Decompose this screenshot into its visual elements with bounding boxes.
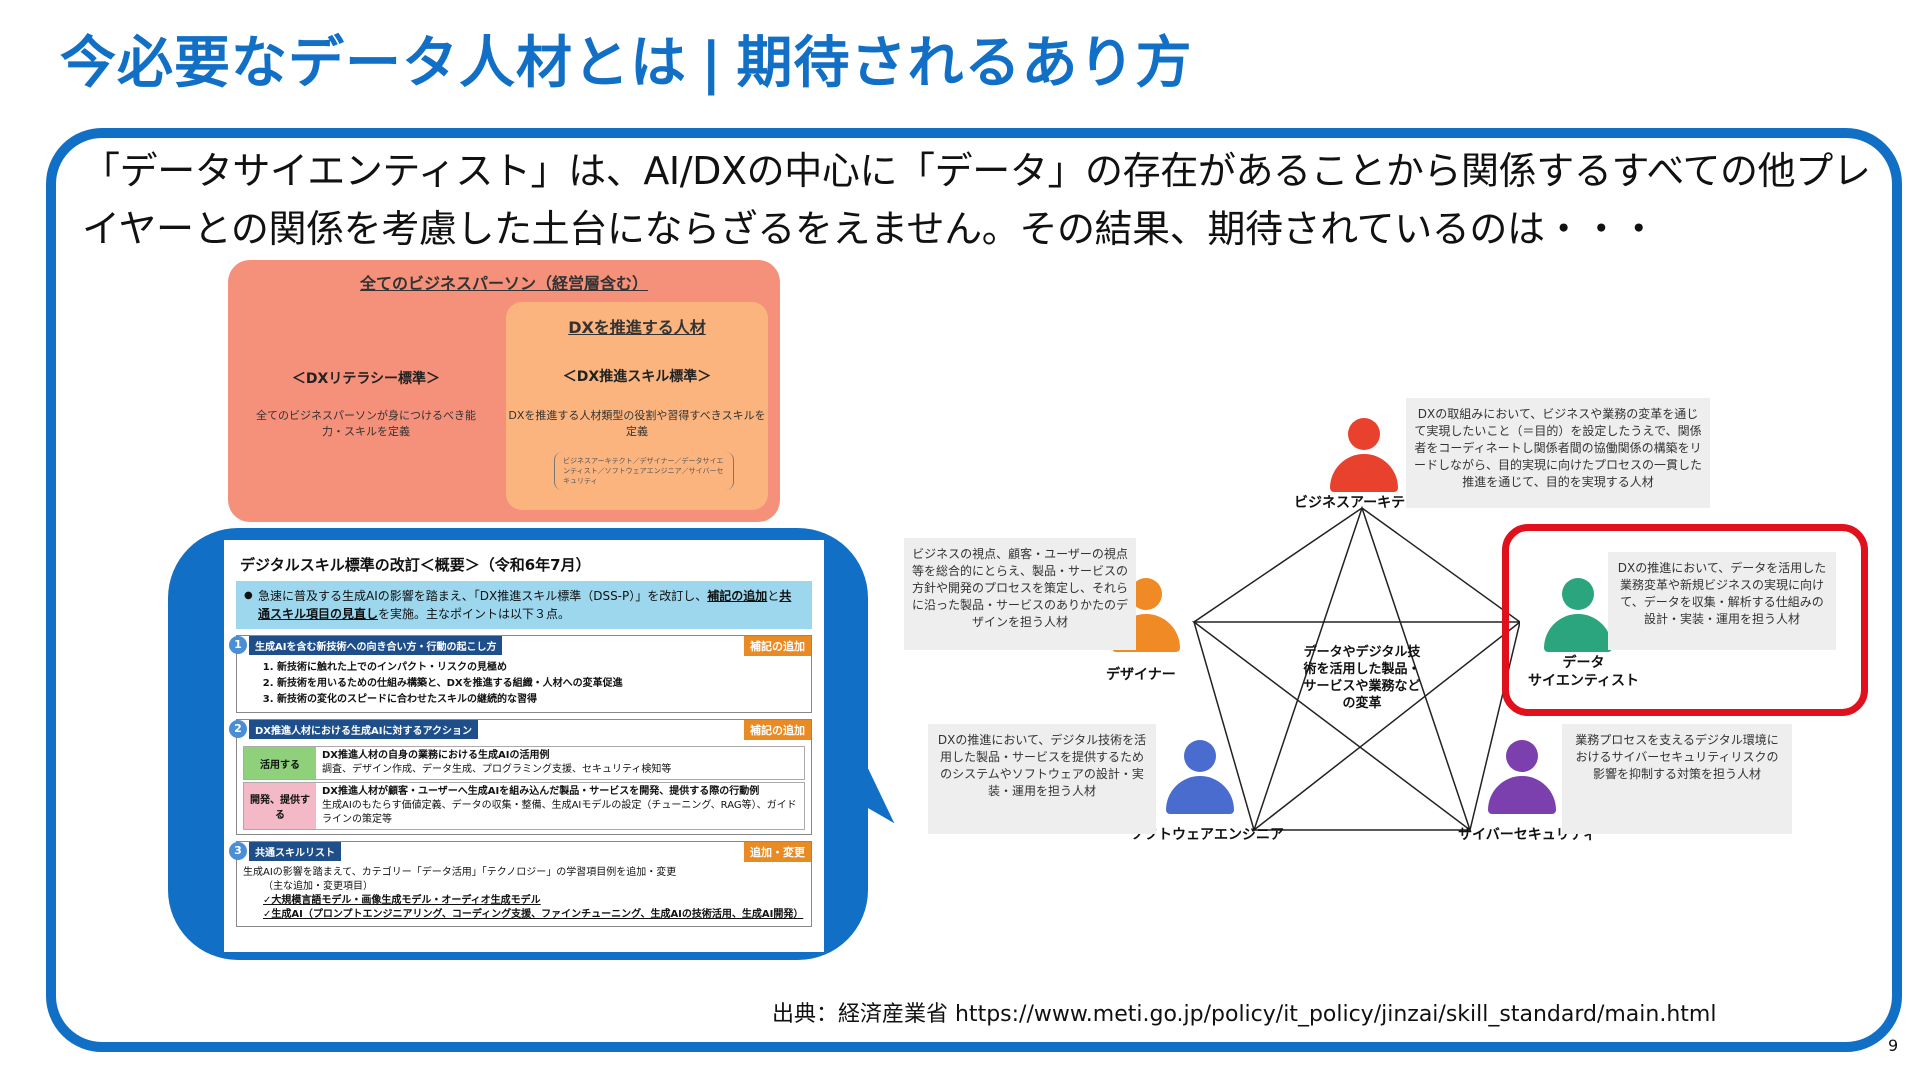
- data-scientist-icon: [1540, 578, 1614, 658]
- lead-text: 「データサイエンティスト」は、AI/DXの中心に「データ」の存在があることから関…: [82, 149, 1871, 251]
- title-separator: |: [701, 31, 723, 96]
- data-scientist-label: データ サイエンティスト: [1528, 654, 1639, 690]
- doc-title: デジタルスキル標準の改訂＜概要＞（令和6年7月）: [240, 556, 591, 574]
- action-row-use: 活用する DX推進人材の自身の業務における生成AIの活用例調査、デザイン作成、デ…: [243, 746, 805, 780]
- title-left: 今必要なデータ人材とは: [60, 31, 687, 96]
- section-3-line: ✓大規模言語モデル・画像生成モデル・オーディオ生成モデル: [263, 895, 541, 906]
- section-1-head: 1 生成AIを含む新技術への向き合い方・行動の起こし方: [229, 635, 503, 655]
- section-2-head: 2 DX推進人材における生成AIに対するアクション: [229, 719, 478, 739]
- dx-literacy-desc: 全てのビジネスパーソンが身につけるべき能力・スキルを定義: [256, 409, 476, 438]
- action-body: DX推進人材が顧客・ユーザーへ生成AIを組み込んだ製品・サービスを開発、提供する…: [316, 783, 804, 829]
- section-3-line: （主な追加・変更項目）: [263, 881, 373, 892]
- action-desc: 生成AIのもたらす価値定義、データの収集・整備、生成AIモデルの設定（チューニン…: [322, 800, 797, 825]
- dx-literacy-standard: ＜DXリテラシー標準＞: [291, 371, 441, 387]
- software-engineer-icon: [1162, 740, 1236, 820]
- dx-promotion-standard: ＜DX推進スキル標準＞: [562, 369, 712, 385]
- section-number: 2: [229, 720, 247, 738]
- person-body: [1166, 776, 1234, 814]
- software-engineer-label: ソフトウェアエンジニア: [1130, 827, 1284, 843]
- star-lines: [1191, 505, 1520, 833]
- person-head: [1562, 578, 1594, 610]
- cyber-security-icon: [1484, 740, 1558, 820]
- data-scientist-label-line2: サイエンティスト: [1528, 673, 1640, 689]
- section-label: 生成AIを含む新技術への向き合い方・行動の起こし方: [249, 635, 503, 655]
- summary-bold-1: 補記の追加: [707, 589, 768, 603]
- list-item: 新技術の変化のスピードに合わせたスキルの継続的な習得: [277, 692, 805, 708]
- center-transformation-text: データやデジタル技術を活用した製品・サービスや業務などの変革: [1303, 645, 1421, 711]
- action-body: DX推進人材の自身の業務における生成AIの活用例調査、デザイン作成、データ生成、…: [316, 747, 804, 779]
- summary-pre: 急速に普及する生成AIの影響を踏まえ、「DX推進スキル標準（DSS-P）」を改訂…: [258, 589, 708, 603]
- cyber-security-desc: 業務プロセスを支えるデジタル環境におけるサイバーセキュリティリスクの影響を抑制す…: [1562, 724, 1792, 834]
- section-number: 1: [229, 636, 247, 654]
- doc-section-1: 1 生成AIを含む新技術への向き合い方・行動の起こし方 補記の追加 新技術に触れ…: [229, 635, 812, 713]
- doc-summary: 急速に普及する生成AIの影響を踏まえ、「DX推進スキル標準（DSS-P）」を改訂…: [236, 581, 812, 629]
- person-body: [1330, 454, 1398, 492]
- section-3-line: ✓生成AI（プロンプトエンジニアリング、コーディング支援、ファインチューニング、…: [263, 909, 804, 920]
- action-desc: 調査、デザイン作成、データ生成、プログラミング支援、セキュリティ検知等: [322, 764, 672, 775]
- person-head: [1184, 740, 1216, 772]
- designer-desc: ビジネスの視点、顧客・ユーザーの視点等を総合的にとらえ、製品・サービスの方針や開…: [904, 538, 1136, 650]
- role-pentagon-diagram: [1191, 505, 1520, 833]
- action-key: 開発、提供する: [244, 783, 316, 829]
- dx-promotion-card: DXを推進する人材 ＜DX推進スキル標準＞ DXを推進する人材類型の役割や習得す…: [506, 302, 768, 510]
- section-tag: 補記の追加: [744, 636, 811, 656]
- section-1-list: 新技術に触れた上でのインパクト・リスクの見極め 新技術を用いるための仕組み構築と…: [277, 660, 805, 708]
- source-citation: 出典：経済産業省 https://www.meti.go.jp/policy/i…: [772, 1002, 1717, 1027]
- section-number: 3: [229, 842, 247, 860]
- summary-bold-2: 共通スキル項目の見直し: [258, 589, 792, 621]
- list-item: 新技術を用いるための仕組み構築と、DXを推進する組織・人材への変革促進: [277, 676, 805, 692]
- data-scientist-highlight: [1502, 524, 1868, 716]
- section-tag: 追加・変更: [744, 842, 811, 862]
- person-body: [1488, 776, 1556, 814]
- section-label: 共通スキルリスト: [249, 841, 341, 861]
- action-head: DX推進人材が顧客・ユーザーへ生成AIを組み込んだ製品・サービスを開発、提供する…: [322, 786, 760, 797]
- data-scientist-desc: DXの推進において、データを活用した業務変革や新規ビジネスの実現に向けて、データ…: [1608, 552, 1836, 650]
- action-row-develop: 開発、提供する DX推進人材が顧客・ユーザーへ生成AIを組み込んだ製品・サービス…: [243, 782, 805, 830]
- page-number: 9: [1888, 1036, 1899, 1055]
- list-item: 新技術に触れた上でのインパクト・リスクの見極め: [277, 660, 805, 676]
- dx-promotion-title: DXを推進する人材: [568, 318, 706, 337]
- designer-label: デザイナー: [1106, 667, 1176, 683]
- summary-mid: と: [767, 589, 780, 603]
- section-3-line: 生成AIの影響を踏まえて、カテゴリー「データ活用」「テクノロジー」の学習項目例を…: [243, 867, 677, 878]
- person-head: [1348, 418, 1380, 450]
- revision-summary-document: デジタルスキル標準の改訂＜概要＞（令和6年7月） 急速に普及する生成AIの影響を…: [224, 540, 824, 952]
- all-business-person-title: 全てのビジネスパーソン（経営層含む）: [359, 274, 648, 293]
- doc-section-2: 2 DX推進人材における生成AIに対するアクション 補記の追加 活用する DX推…: [229, 719, 812, 835]
- dx-role-list: ビジネスアーキテクト／デザイナー／データサイエンティスト／ソフトウェアエンジニア…: [554, 452, 734, 490]
- summary-post: を実施。主なポイントは以下３点。: [378, 607, 571, 621]
- section-tag: 補記の追加: [744, 720, 811, 740]
- page-title: 今必要なデータ人材とは|期待されるあり方: [60, 18, 1192, 99]
- doc-section-3: 3 共通スキルリスト 追加・変更 生成AIの影響を踏まえて、カテゴリー「データ活…: [229, 841, 812, 927]
- title-right: 期待されるあり方: [736, 31, 1193, 96]
- person-head: [1506, 740, 1538, 772]
- pentagon-outline: [1193, 507, 1520, 831]
- business-architect-label: ビジネスアーキテクト: [1294, 495, 1434, 511]
- section-label: DX推進人材における生成AIに対するアクション: [249, 719, 478, 739]
- data-scientist-label-line1: データ: [1562, 655, 1605, 671]
- software-engineer-desc: DXの推進において、デジタル技術を活用した製品・サービスを提供するためのシステム…: [928, 724, 1156, 834]
- business-architect-icon: [1326, 418, 1400, 498]
- business-architect-desc: DXの取組みにおいて、ビジネスや業務の変革を通じて実現したいこと（＝目的）を設定…: [1406, 398, 1710, 508]
- section-3-head: 3 共通スキルリスト: [229, 841, 341, 861]
- action-key: 活用する: [244, 747, 316, 779]
- dx-literacy-card: 全てのビジネスパーソン（経営層含む） ＜DXリテラシー標準＞ 全てのビジネスパー…: [228, 260, 780, 522]
- dx-promotion-desc: DXを推進する人材類型の役割や習得すべきスキルを定義: [508, 409, 766, 438]
- action-head: DX推進人材の自身の業務における生成AIの活用例: [322, 750, 550, 761]
